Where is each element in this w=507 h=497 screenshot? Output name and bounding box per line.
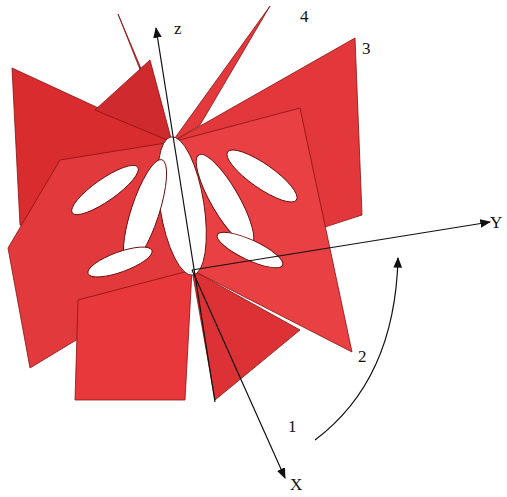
axis-label: z [174, 20, 182, 37]
z-axis [156, 28, 215, 402]
axis-label: 2 [358, 348, 367, 365]
cutout [85, 241, 156, 283]
plane-1-bottom [75, 270, 192, 400]
x-axis [192, 270, 285, 478]
cutout [213, 226, 287, 275]
axis-label: X [290, 476, 302, 493]
cutout [66, 158, 144, 222]
axis-label: Y [490, 214, 502, 231]
axes [156, 28, 490, 478]
axis-label: 1 [288, 418, 297, 435]
axis-label: 4 [300, 8, 309, 25]
plane-bottom-right [192, 270, 300, 400]
rotation-arrow [315, 258, 398, 440]
plane-group [8, 6, 362, 400]
cutout [221, 142, 304, 210]
y-axis [192, 222, 490, 270]
axis-label: 3 [362, 40, 371, 57]
plane-upper-left [95, 60, 172, 142]
